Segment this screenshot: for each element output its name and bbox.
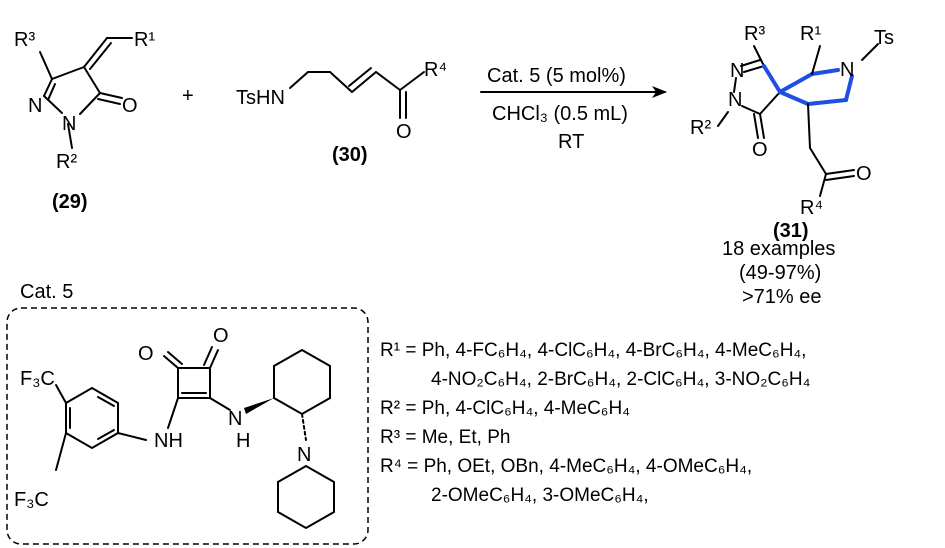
- compound-31-o1: O: [752, 139, 768, 161]
- compound-30-label: (30): [332, 144, 368, 166]
- r3-label: R³: [380, 427, 401, 448]
- r2-equals: =: [405, 398, 417, 419]
- r2-values: Ph, 4-ClC₆H₄, 4-MeC₆H₄: [421, 398, 630, 419]
- product-ee: >71% ee: [742, 286, 822, 308]
- catalyst-o1: O: [138, 343, 154, 365]
- r3-scope: R³ = Me, Et, Ph: [380, 423, 940, 452]
- compound-30-r4: R⁴: [424, 59, 447, 81]
- catalyst-cf3-top: F₃C: [20, 368, 55, 390]
- r3-equals: =: [405, 427, 417, 448]
- compound-30-tshn: TsHN: [236, 87, 285, 109]
- compound-29-r3: R³: [14, 29, 35, 51]
- compound-31-ts: Ts: [874, 27, 894, 49]
- compound-31-n2: N: [728, 89, 742, 111]
- r4-label: R⁴: [380, 456, 402, 477]
- catalyst-h-cyclohexyl: H: [236, 430, 250, 452]
- catalyst-n-piperidine: N: [297, 444, 311, 466]
- catalyst-cf3-bottom: F₃C: [14, 489, 49, 511]
- condition-catalyst: Cat. 5 (5 mol%): [487, 65, 626, 87]
- compound-31-structure: [717, 43, 879, 197]
- compound-31-n-pyrrolidine: N: [840, 59, 854, 81]
- r4-values-line1: Ph, OEt, OBn, 4-MeC₆H₄, 4-OMeC₆H₄,: [423, 456, 753, 477]
- compound-29-o: O: [122, 95, 138, 117]
- compound-31-r1: R¹: [800, 23, 821, 45]
- plus-sign: +: [182, 85, 194, 107]
- compound-29-r2: R²: [56, 151, 77, 173]
- r2-scope: R² = Ph, 4-ClC₆H₄, 4-MeC₆H₄: [380, 394, 940, 423]
- catalyst-o2: O: [213, 325, 229, 347]
- r1-values-line1: Ph, 4-FC₆H₄, 4-ClC₆H₄, 4-BrC₆H₄, 4-MeC₆H…: [421, 340, 807, 361]
- compound-29-r1: R¹: [134, 29, 155, 51]
- compound-31-r4: R⁴: [800, 197, 823, 219]
- compound-29-n1: N: [28, 95, 42, 117]
- compound-29-structure: [39, 37, 133, 149]
- r3-values: Me, Et, Ph: [421, 427, 511, 448]
- r1-label: R¹: [380, 340, 401, 361]
- compound-29-n2: N: [62, 113, 76, 135]
- r4-values-line2: 2-OMeC₆H₄, 3-OMeC₆H₄,: [431, 485, 649, 506]
- catalyst-box-border: [6, 307, 369, 545]
- compound-31-r3: R³: [744, 23, 765, 45]
- r2-label: R²: [380, 398, 401, 419]
- catalyst-n-cyclohexyl: N: [228, 408, 242, 430]
- compound-31-o2: O: [856, 163, 872, 185]
- catalyst-nh-aryl: NH: [154, 430, 183, 452]
- r1-scope: R¹ = Ph, 4-FC₆H₄, 4-ClC₆H₄, 4-BrC₆H₄, 4-…: [380, 336, 940, 365]
- compound-31-n1: N: [730, 60, 744, 82]
- product-examples: 18 examples: [722, 238, 835, 260]
- compound-30-o: O: [396, 121, 412, 143]
- r1-values-line2: 4-NO₂C₆H₄, 2-BrC₆H₄, 2-ClC₆H₄, 3-NO₂C₆H₄: [431, 369, 811, 390]
- r4-equals: =: [407, 456, 419, 477]
- compound-31-r2: R²: [690, 117, 711, 139]
- condition-temperature: RT: [558, 131, 584, 153]
- reaction-arrow-head: [652, 86, 667, 98]
- r1-equals: =: [405, 340, 417, 361]
- compound-31-label: (31): [773, 220, 809, 242]
- product-yield: (49-97%): [739, 262, 821, 284]
- catalyst-box-title: Cat. 5: [20, 281, 73, 303]
- substituent-scope: R¹ = Ph, 4-FC₆H₄, 4-ClC₆H₄, 4-BrC₆H₄, 4-…: [380, 336, 940, 510]
- condition-solvent: CHCl₃ (0.5 mL): [492, 103, 628, 125]
- r4-scope: R⁴ = Ph, OEt, OBn, 4-MeC₆H₄, 4-OMeC₆H₄,: [380, 452, 940, 481]
- compound-30-structure: [289, 67, 425, 119]
- compound-29-label: (29): [52, 191, 88, 213]
- catalyst-structure: [55, 346, 335, 530]
